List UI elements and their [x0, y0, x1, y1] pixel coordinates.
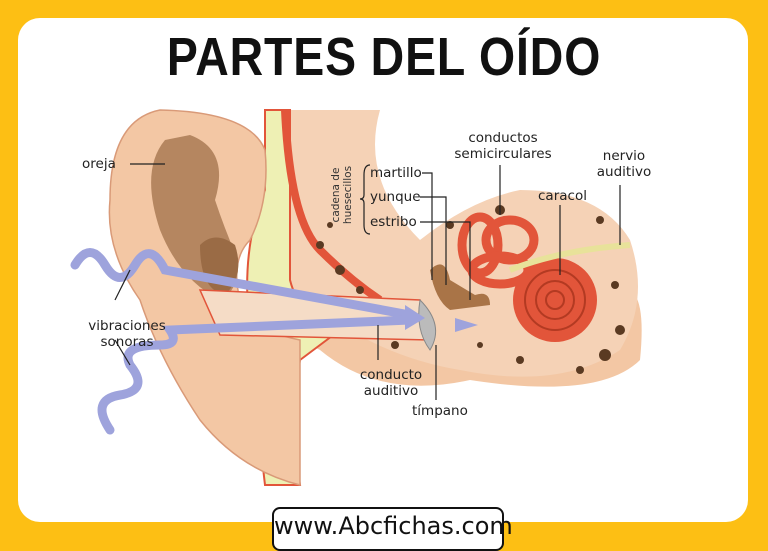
label-conductos-semicirculares: conductos semicirculares — [454, 130, 552, 162]
label-nervio-auditivo: nervio auditivo — [596, 148, 652, 180]
label-conducto-auditivo: conducto auditivo — [359, 367, 423, 399]
wave-arrow-inner — [455, 318, 478, 332]
sound-wave-upper — [70, 248, 415, 320]
footer-url[interactable]: www.Abcfichas.com — [272, 507, 513, 551]
label-cadena-huesecillos: cadena de huesecillos — [330, 165, 354, 225]
label-estribo: estribo — [370, 214, 417, 230]
leader-lines — [114, 163, 621, 400]
wave-arrow — [405, 305, 425, 330]
label-martillo: martillo — [370, 165, 422, 181]
label-vibraciones-sonoras: vibraciones sonoras — [88, 318, 166, 350]
page-title: PARTES DEL OÍDO — [166, 27, 602, 87]
skin-layer-red — [281, 109, 383, 304]
label-yunque: yunque — [370, 189, 421, 205]
cochlea — [513, 258, 597, 342]
bone-dots — [316, 205, 625, 374]
label-caracol: caracol — [538, 188, 587, 204]
auditory-nerve — [508, 242, 631, 273]
label-oreja: oreja — [82, 156, 116, 172]
ossicles — [430, 264, 490, 310]
label-timpano: tímpano — [412, 403, 468, 419]
